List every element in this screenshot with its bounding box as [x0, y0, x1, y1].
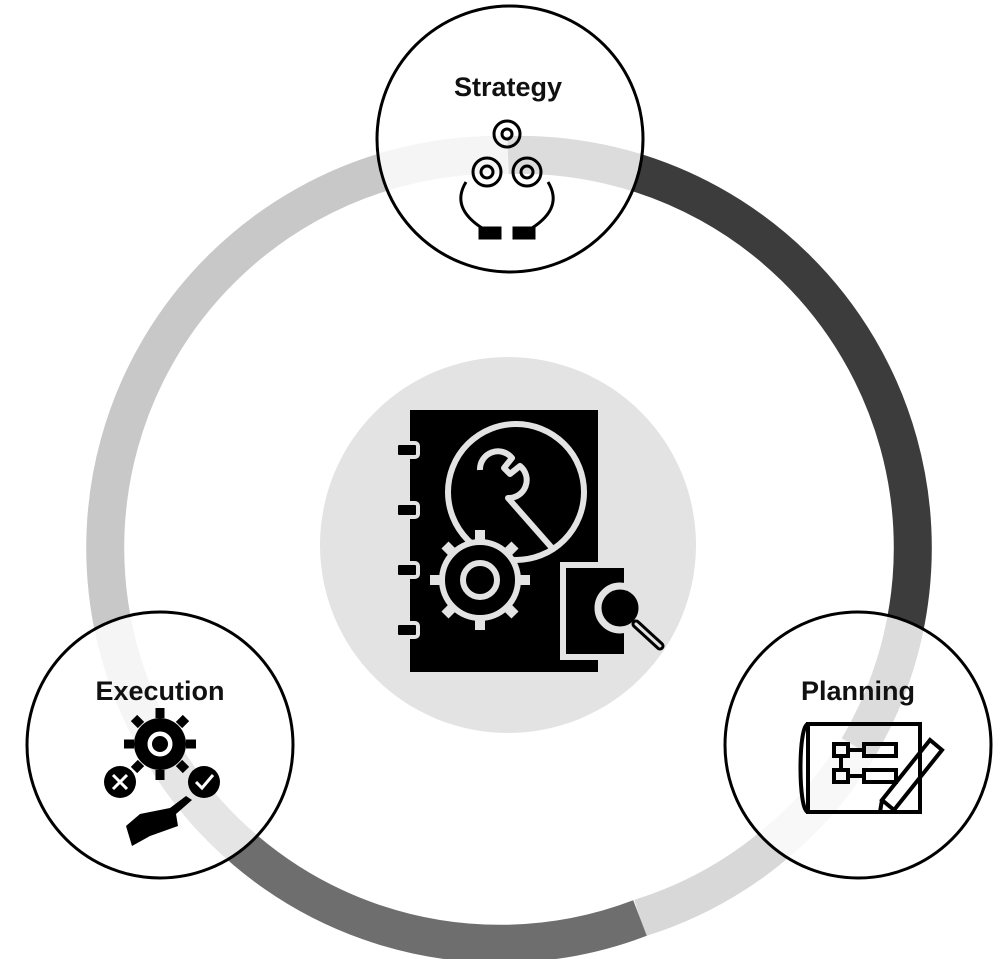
- node-strategy: Strategy: [375, 4, 645, 274]
- node-planning-circle: [723, 610, 993, 880]
- blueprint-pencil-icon: [798, 722, 945, 814]
- node-planning: Planning: [723, 610, 993, 880]
- gears-in-hands-icon: [459, 119, 555, 240]
- node-strategy-label: Strategy: [454, 72, 562, 102]
- manual-wrench-gear-search-icon: [394, 410, 665, 672]
- node-planning-label: Planning: [801, 676, 915, 706]
- gear-hand-check-icon: [104, 708, 220, 846]
- center-hub: [320, 357, 696, 733]
- node-execution-label: Execution: [95, 676, 224, 706]
- node-execution: Execution: [25, 610, 295, 880]
